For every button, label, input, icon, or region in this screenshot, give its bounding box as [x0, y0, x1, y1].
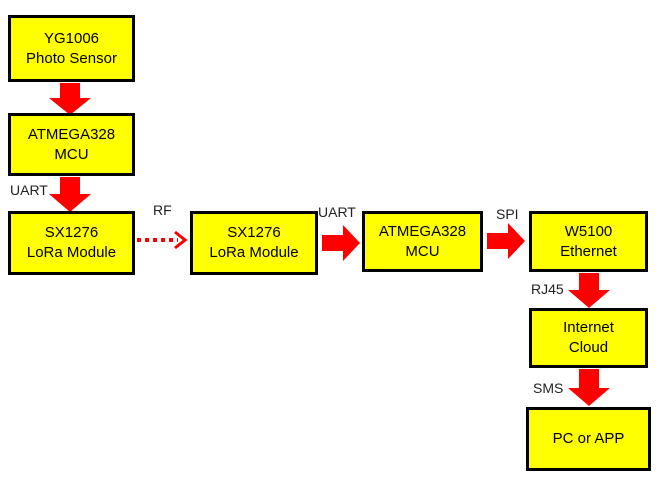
uart-link-label-receiver: UART [318, 204, 356, 220]
sender-lora-module-block: SX1276 LoRa Module [8, 211, 135, 275]
block-subtitle: Ethernet [560, 242, 617, 260]
spi-link-label: SPI [496, 206, 519, 222]
arrow-sensor-to-mcu1 [49, 83, 91, 115]
block-subtitle: LoRa Module [26, 244, 117, 261]
ethernet-block: W5100 Ethernet [529, 211, 648, 272]
block-subtitle: MCU [405, 242, 440, 260]
block-title: ATMEGA328 [27, 125, 116, 143]
block-title: PC or APP [552, 430, 625, 447]
block-subtitle: MCU [54, 145, 89, 163]
rf-link-label: RF [153, 202, 172, 218]
rf-arrow-head [174, 230, 188, 250]
arrow-lora2-to-mcu2 [322, 225, 360, 261]
sms-link-label: SMS [533, 380, 564, 396]
uart-link-label: UART [10, 182, 48, 198]
block-title: ATMEGA328 [378, 222, 467, 240]
block-subtitle: Cloud [568, 339, 609, 356]
block-title: W5100 [564, 222, 613, 240]
arrow-cloud-to-app [568, 369, 610, 406]
block-subtitle: LoRa Module [209, 244, 299, 261]
internet-cloud-block: Internet Cloud [529, 308, 648, 368]
photo-sensor-block: YG1006 Photo Sensor [8, 15, 135, 82]
arrow-mcu1-to-lora1 [49, 177, 91, 212]
receiver-lora-module-block: SX1276 LoRa Module [190, 211, 318, 275]
receiver-mcu-block: ATMEGA328 MCU [362, 211, 483, 272]
arrow-eth-to-cloud [568, 273, 610, 308]
block-title: SX1276 [44, 224, 99, 241]
rj45-link-label: RJ45 [531, 281, 564, 297]
block-title: Internet [563, 319, 614, 336]
block-title: YG1006 [43, 29, 100, 47]
arrow-mcu2-to-eth [487, 223, 525, 259]
block-title: SX1276 [227, 224, 281, 241]
sender-mcu-block: ATMEGA328 MCU [8, 113, 135, 176]
pc-or-app-block: PC or APP [526, 407, 651, 471]
block-subtitle: Photo Sensor [26, 49, 117, 67]
